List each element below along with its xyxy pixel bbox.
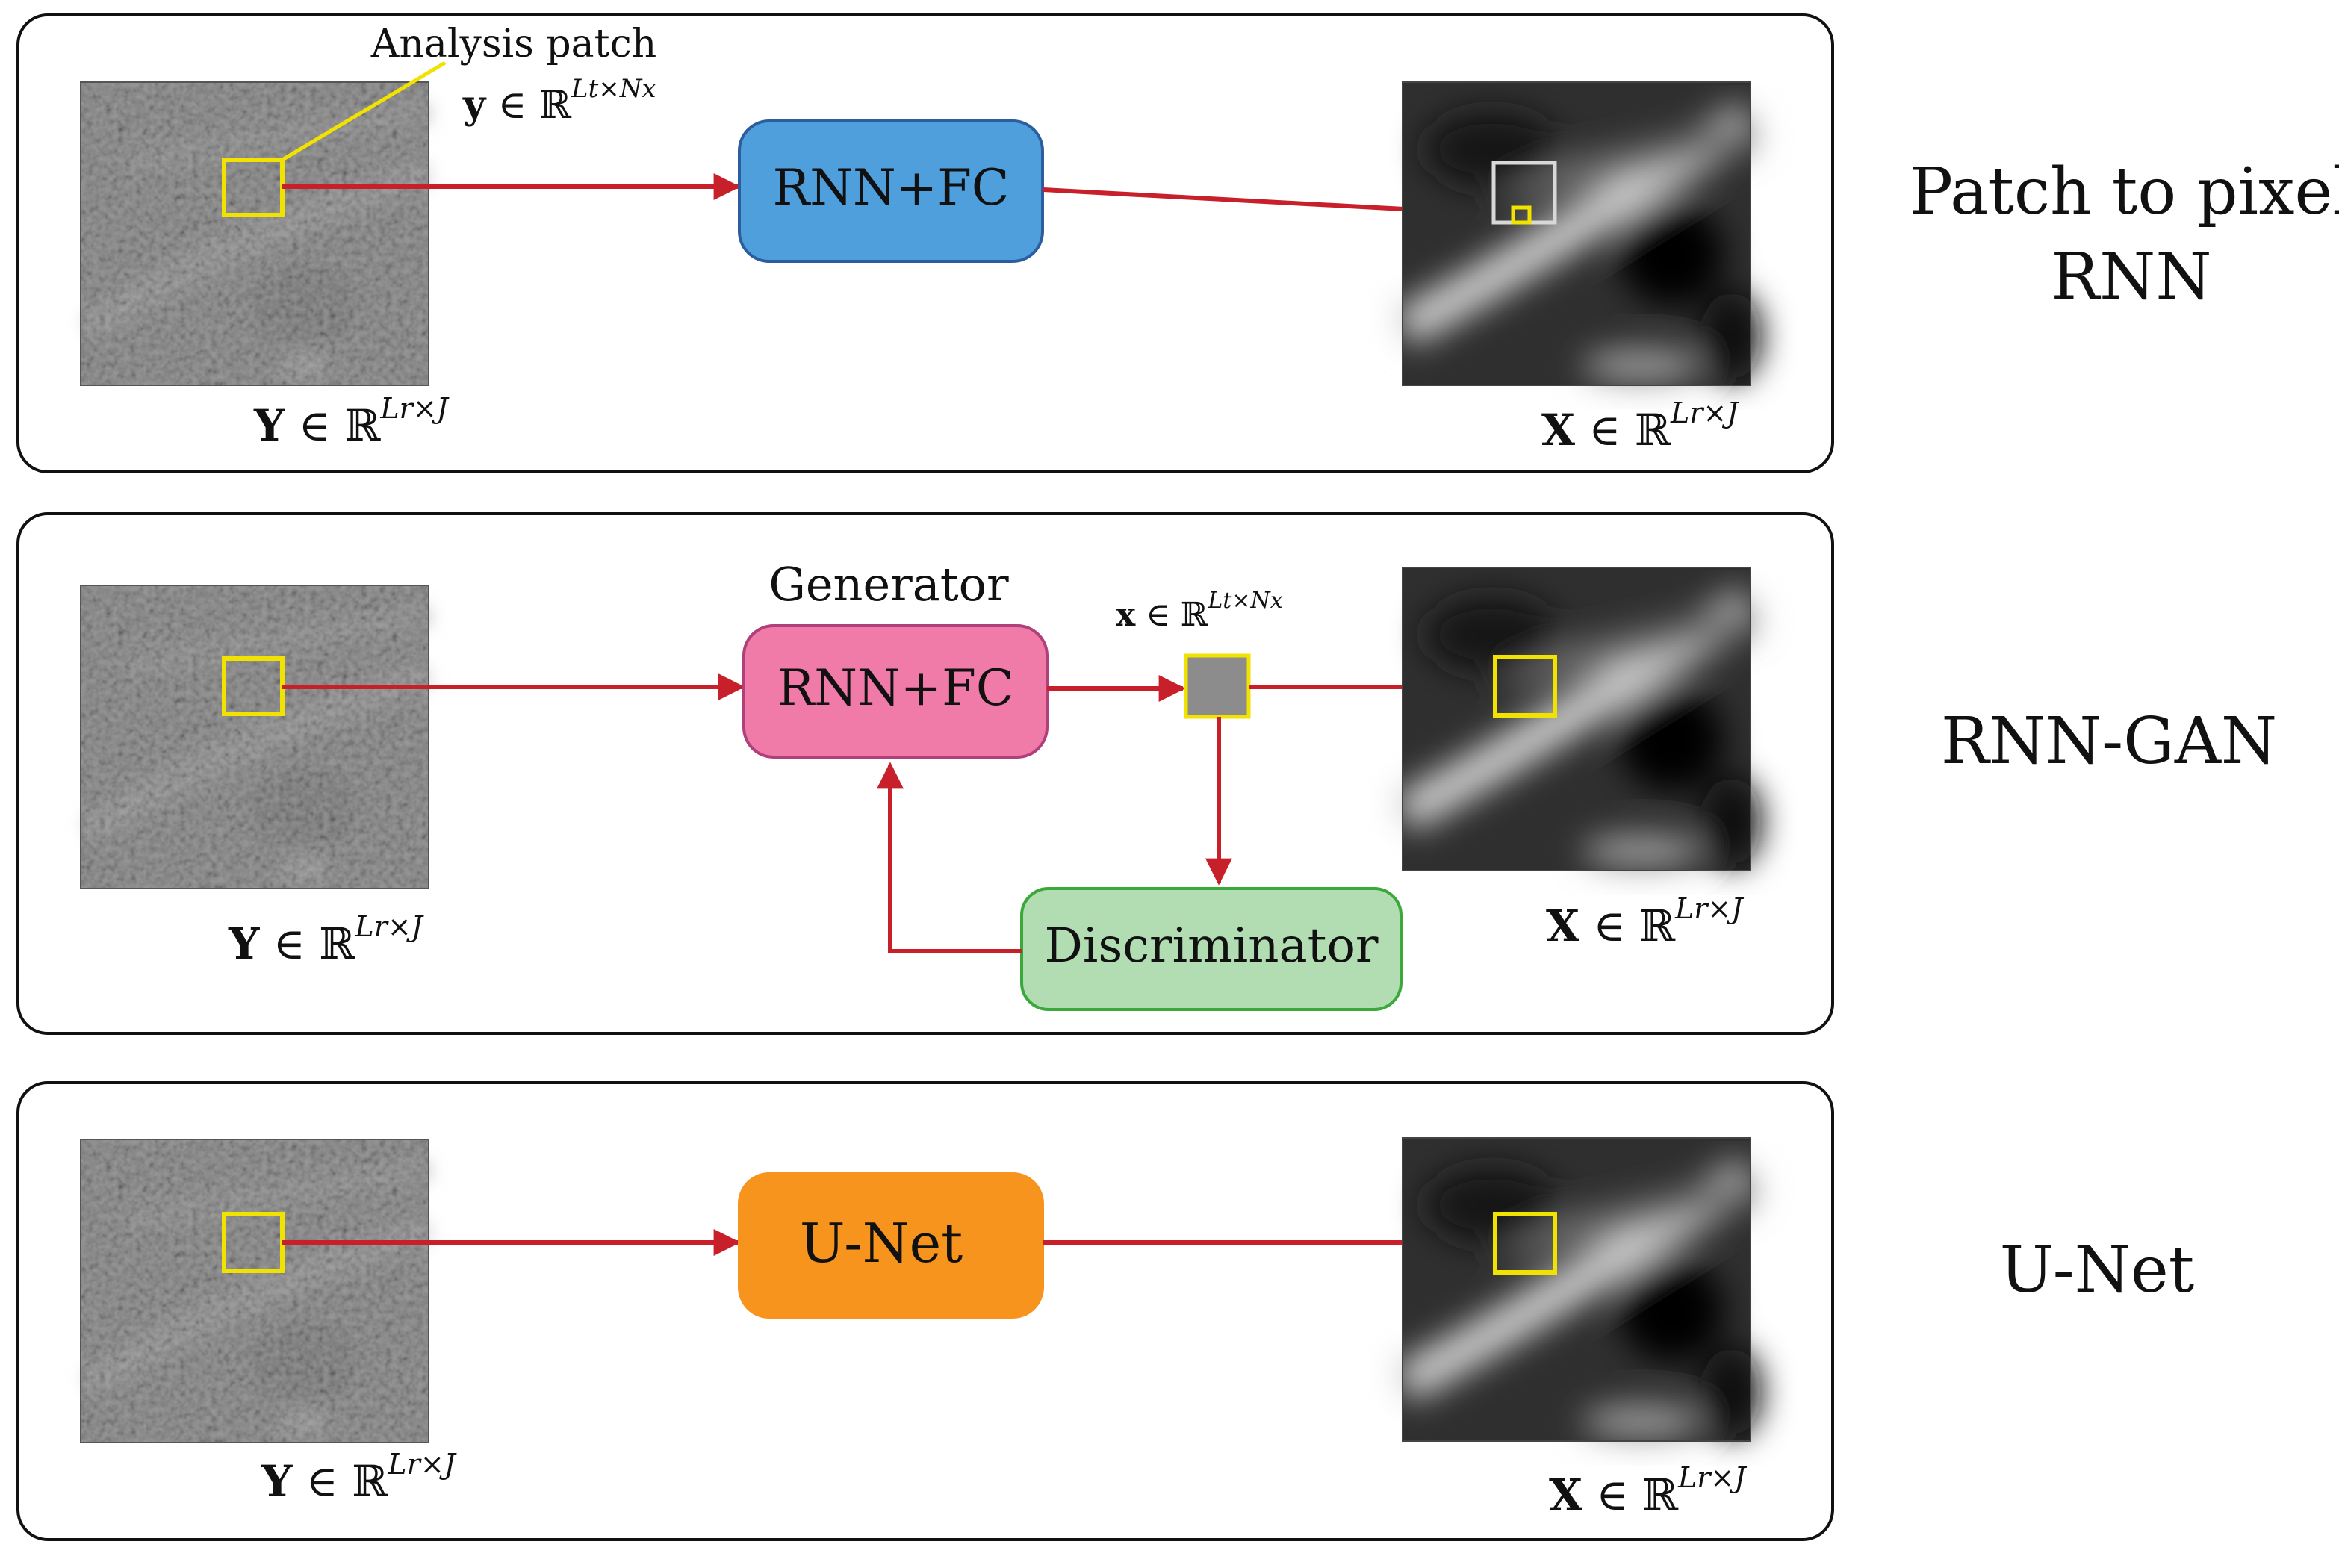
- output-math-label: X ∈ ℝLr×J: [1549, 1461, 1747, 1520]
- output-math-label: X ∈ ℝLr×J: [1541, 396, 1739, 455]
- input-image: [81, 585, 429, 889]
- patch-callout-line: [281, 60, 447, 162]
- unet-box: [738, 1172, 1044, 1319]
- generated-patch-math: x ∈ ℝLt×Nx: [1116, 588, 1283, 634]
- input-math-label: Y ∈ ℝLr×J: [253, 392, 450, 451]
- output-image: [1403, 1138, 1761, 1441]
- input-math-label: Y ∈ ℝLr×J: [228, 910, 424, 969]
- arrow-discriminator-feedback: [877, 762, 1022, 953]
- unet-label: U-Net: [800, 1212, 963, 1275]
- panel-rnn-gan: Generator RNN+FC x ∈ ℝLt×Nx Discriminato…: [16, 512, 2277, 1035]
- panel-patch-to-pixel: Analysis patch y ∈ ℝLt×Nx RNN+FC Y ∈ ℝLr…: [16, 13, 2339, 473]
- input-image: [81, 82, 429, 385]
- rnn-fc-label: RNN+FC: [773, 159, 1010, 217]
- input-image: [81, 1139, 429, 1443]
- method-label: U-Net: [2000, 1233, 2195, 1307]
- generator-box: [742, 624, 1049, 759]
- output-patch: [1493, 655, 1557, 718]
- output-pixel: [1511, 205, 1532, 225]
- output-math-label: X ∈ ℝLr×J: [1546, 892, 1744, 951]
- method-label: RNN-GAN: [1941, 704, 2277, 779]
- generator-title: Generator: [768, 557, 1009, 612]
- output-patch: [1493, 1212, 1557, 1275]
- method-label-line-1: Patch to pixel: [1910, 155, 2339, 229]
- output-image: [1403, 567, 1761, 871]
- input-math-label: Y ∈ ℝLr×J: [261, 1448, 457, 1507]
- patch-math-label: y ∈ ℝLt×Nx: [462, 74, 656, 128]
- panel-u-net: U-Net Y ∈ ℝLr×J X ∈ ℝLr×J U-Net: [16, 1081, 2195, 1541]
- discriminator-label: Discriminator: [1045, 918, 1379, 974]
- generator-label: RNN+FC: [777, 659, 1014, 717]
- output-image: [1403, 82, 1761, 385]
- method-label-line-2: RNN: [2051, 240, 2211, 314]
- analysis-patch-label: Analysis patch: [370, 22, 656, 66]
- generated-patch: [1184, 653, 1251, 719]
